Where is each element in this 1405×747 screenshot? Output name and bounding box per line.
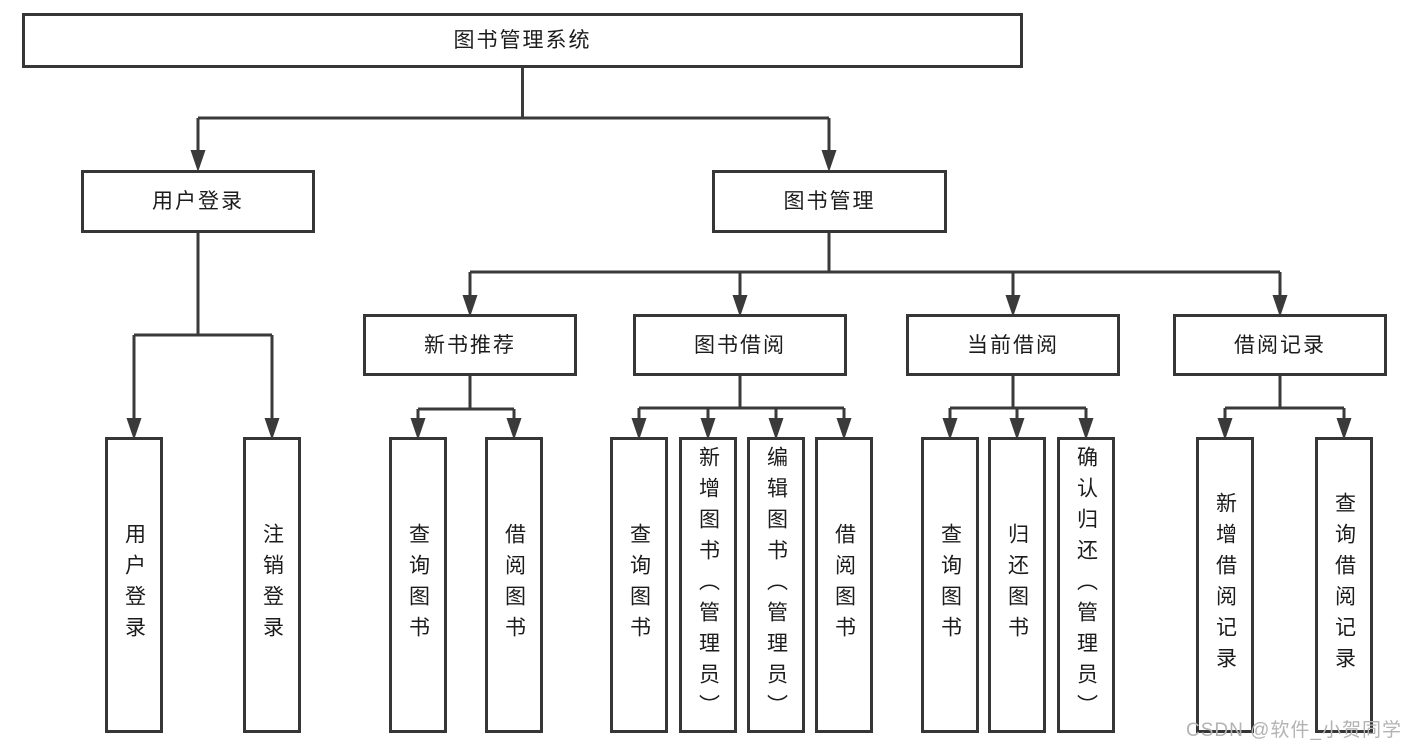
node-book-management: 图书管理: [712, 170, 947, 233]
leaf-borrow-books-recommend: 借阅图书: [485, 437, 543, 733]
leaf-confirm-return-admin: 确认归还（管理员）: [1057, 437, 1115, 733]
leaf-return-books: 归还图书: [988, 437, 1046, 733]
leaf-add-borrow-record: 新增借阅记录: [1196, 437, 1254, 733]
leaf-edit-books-admin: 编辑图书（管理员）: [747, 437, 805, 733]
node-book-borrowing: 图书借阅: [633, 314, 847, 376]
leaf-query-borrow-record: 查询借阅记录: [1315, 437, 1373, 733]
node-user-login: 用户登录: [81, 170, 315, 233]
node-new-book-recommend: 新书推荐: [363, 314, 577, 376]
watermark-text: CSDN @软件_小贺同学: [1186, 720, 1402, 741]
leaf-user-login: 用户登录: [105, 437, 163, 733]
leaf-logout-login: 注销登录: [243, 437, 301, 733]
leaf-borrow-books-borrowing: 借阅图书: [815, 437, 873, 733]
leaf-query-books-recommend: 查询图书: [389, 437, 447, 733]
leaf-query-books-current: 查询图书: [921, 437, 979, 733]
node-library-system: 图书管理系统: [22, 13, 1023, 68]
leaf-query-books-borrowing: 查询图书: [610, 437, 668, 733]
leaf-add-books-admin: 新增图书（管理员）: [679, 437, 737, 733]
node-current-borrowing: 当前借阅: [906, 314, 1120, 376]
arrowhead-icons: [126, 150, 1352, 440]
node-borrow-records: 借阅记录: [1173, 314, 1387, 376]
